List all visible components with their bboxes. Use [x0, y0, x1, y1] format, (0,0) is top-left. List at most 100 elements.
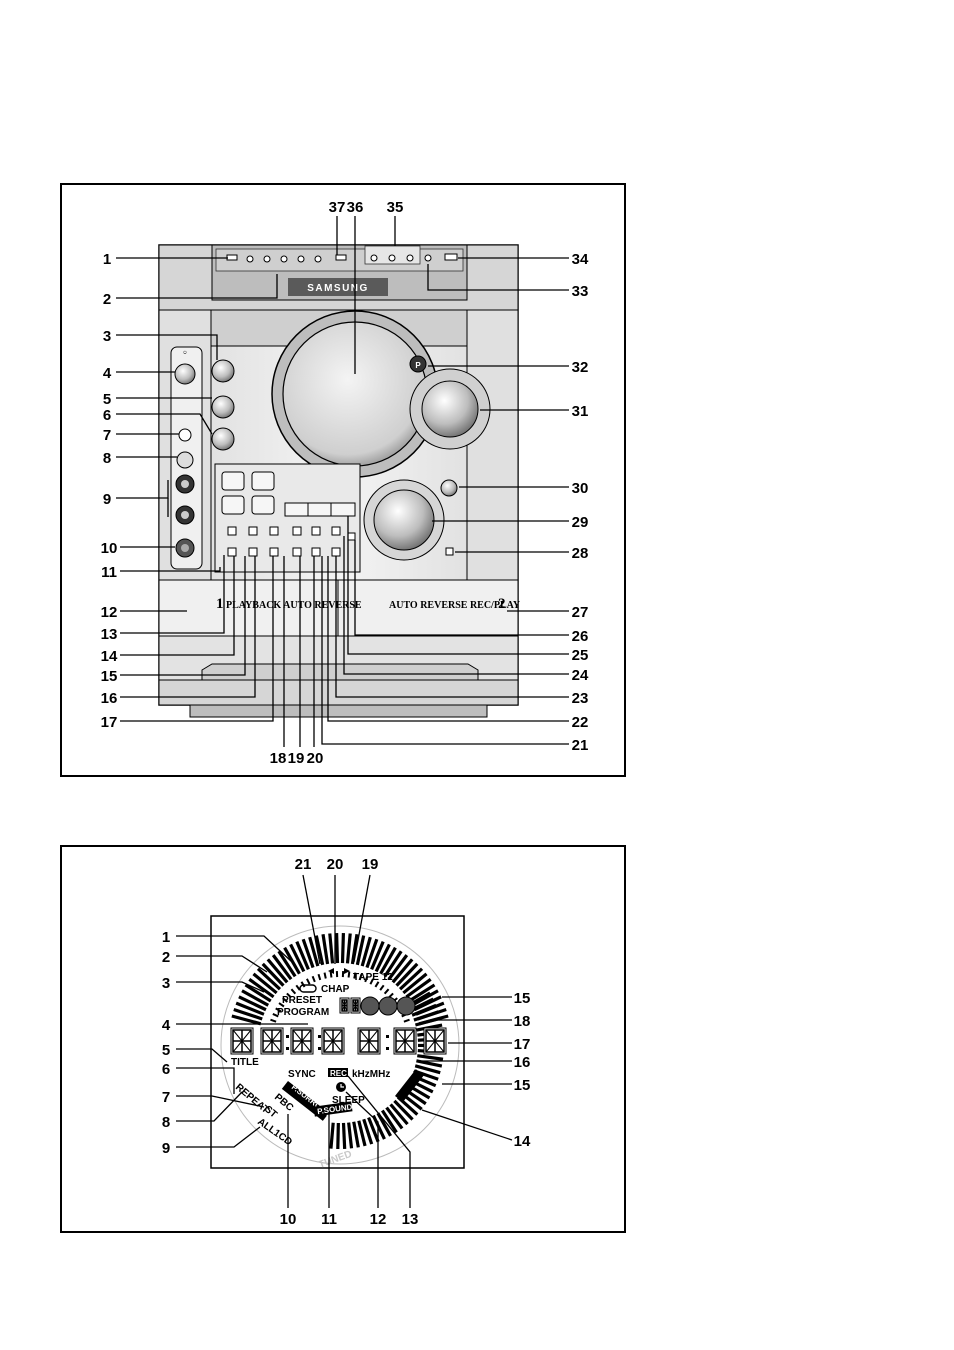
meter-segment [374, 943, 391, 973]
tape-indicator: TAPE 12 [353, 972, 393, 983]
meter-segment [231, 1014, 262, 1026]
callout-label: 1 [103, 251, 111, 268]
callout-label: 26 [572, 628, 589, 645]
meter-segment [405, 977, 432, 999]
foot [189, 704, 488, 718]
main-digit-display [230, 1027, 447, 1055]
cd2-button[interactable] [388, 254, 396, 262]
top-level-meter [231, 933, 449, 1026]
function-key-6[interactable] [331, 526, 341, 536]
meter-segment [362, 1118, 374, 1145]
tape-button[interactable] [221, 495, 245, 515]
callout-label: 11 [321, 1211, 337, 1228]
callout-label: 37 [329, 199, 346, 216]
preset-indicator: PRESET [282, 995, 322, 1006]
outer-ring-guide [220, 925, 460, 1165]
callout-label: 12 [370, 1211, 387, 1228]
function-key-7[interactable] [227, 547, 237, 557]
callout-label: 17 [101, 714, 118, 731]
meter-segment [376, 1112, 392, 1137]
meter-segment [329, 1122, 335, 1149]
function-key-4[interactable] [292, 526, 302, 536]
volume-knob[interactable] [421, 380, 479, 438]
callout-label: 2 [162, 949, 170, 966]
dash-segment [369, 978, 374, 985]
disc-button-4[interactable] [297, 255, 305, 263]
meter-segment [238, 995, 267, 1012]
disc-change-button[interactable] [424, 254, 432, 262]
disc-button-5[interactable] [314, 255, 322, 263]
callout-label: 16 [514, 1054, 531, 1071]
transport-buttons[interactable] [284, 502, 356, 517]
meter-segment [350, 934, 359, 965]
cd-play-button[interactable] [251, 471, 275, 491]
tuner-band-button[interactable] [221, 471, 245, 491]
colon-dot [318, 1035, 321, 1038]
callout-label: 20 [307, 750, 324, 767]
meter-segment [308, 936, 320, 967]
meter-segment [383, 950, 403, 978]
function-key-1[interactable] [227, 526, 237, 536]
meter-segment [387, 954, 409, 981]
digit-cell [321, 1027, 345, 1055]
power-button[interactable] [174, 363, 196, 385]
callout-label: 15 [514, 990, 531, 1007]
treble-button[interactable] [211, 395, 235, 419]
meter-segment [277, 950, 297, 978]
dash-segment [364, 975, 369, 983]
meter-segment [380, 1109, 398, 1134]
p-button[interactable] [409, 355, 427, 373]
function-key-8[interactable] [248, 547, 258, 557]
callout-label: 9 [162, 1140, 170, 1157]
callout-label: 12 [101, 604, 118, 621]
disc-button-3[interactable] [280, 255, 288, 263]
aux-button[interactable] [251, 495, 275, 515]
bass-button[interactable] [211, 427, 235, 451]
demo-dimmer-button[interactable] [211, 359, 235, 383]
meter-segment [283, 946, 301, 975]
function-key-11[interactable] [311, 547, 321, 557]
meter-segment [367, 1116, 380, 1143]
callout-label: 24 [572, 667, 589, 684]
chap-indicator: CHAP [321, 984, 350, 995]
mic-volume-knob[interactable] [176, 451, 194, 469]
program-indicator: PROGRAM [277, 1007, 329, 1018]
echo-button[interactable] [178, 428, 192, 442]
function-key-9[interactable] [269, 547, 279, 557]
callout-label: 30 [572, 480, 589, 497]
cd-sync-button[interactable] [445, 547, 454, 556]
disc-button-2[interactable] [263, 255, 271, 263]
meter-segment [402, 972, 428, 995]
function-key-2[interactable] [248, 526, 258, 536]
dash-segment [379, 984, 385, 991]
callout-label: 2 [103, 291, 111, 308]
function-key-12[interactable] [331, 547, 341, 557]
multi-jog-knob[interactable] [373, 489, 435, 551]
svg-text:P: P [415, 361, 421, 370]
meter-segment [345, 933, 352, 964]
front-panel-drawing: SAMSUNG ⏻ P 1 PLAYB [101, 199, 589, 767]
meter-segment [256, 967, 282, 991]
disc-skip-button[interactable] [335, 254, 347, 261]
meter-segment [295, 941, 310, 970]
function-key-5[interactable] [311, 526, 321, 536]
deck2-number: 2 [498, 596, 506, 612]
meter-segment [379, 946, 397, 975]
timer-clock-button[interactable] [347, 532, 356, 541]
function-key-10[interactable] [292, 547, 302, 557]
dash-segment [323, 972, 327, 979]
display-drawing: TAPE 12 CHAP PRESET PROGRAM TITLE SYNC R… [162, 856, 531, 1228]
meter-segment [395, 962, 419, 987]
dash-segment [278, 1002, 285, 1008]
meter-segment [301, 938, 315, 969]
cd1-button[interactable] [370, 254, 378, 262]
enter-button[interactable] [440, 479, 458, 497]
function-key-3[interactable] [269, 526, 279, 536]
repeat-loop-icon [299, 984, 317, 993]
meter-segment [321, 934, 330, 965]
open-close-button[interactable] [444, 253, 458, 261]
callout-label: 13 [402, 1211, 419, 1228]
disc-button-1[interactable] [246, 255, 254, 263]
cd3-button[interactable] [406, 254, 414, 262]
